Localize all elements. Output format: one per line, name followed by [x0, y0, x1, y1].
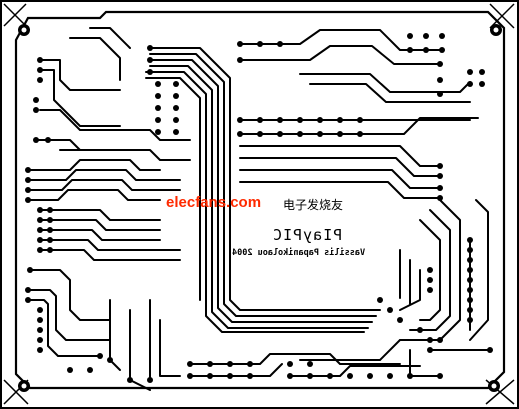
watermark-text-cn: 电子发烧友 [283, 198, 344, 212]
ground-plane [14, 10, 506, 390]
copper-traces [27, 27, 491, 391]
board-credit: Vassilis Papanikolaou 2004 [232, 248, 366, 258]
solder-pads [25, 33, 493, 383]
watermark-text: elecfans.com [166, 194, 262, 211]
board-title: PIayPIC [272, 226, 343, 244]
mounting-holes [18, 24, 502, 392]
corner-marks [3, 3, 515, 405]
